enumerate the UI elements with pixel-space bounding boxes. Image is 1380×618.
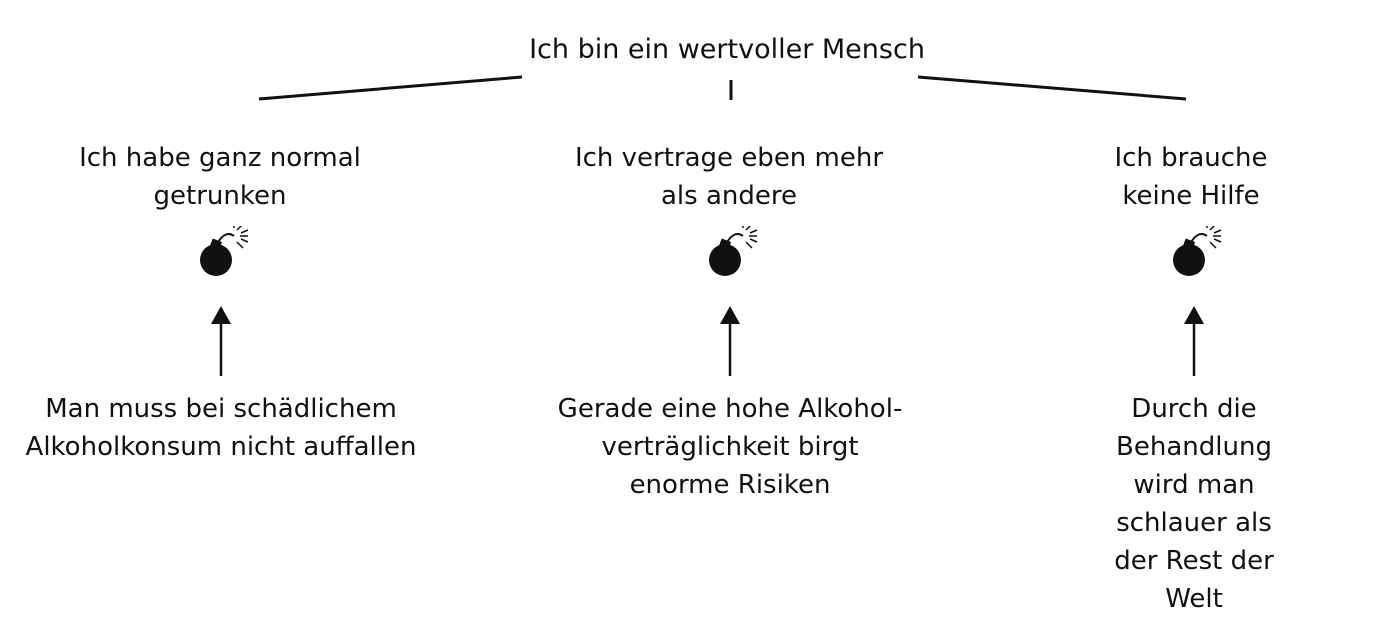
root-statement: Ich bin ein wertvoller Mensch <box>529 34 925 65</box>
bomb-icon <box>709 226 758 276</box>
connector-lines <box>258 75 1187 101</box>
counter-argument-2: Gerade eine hohe Alkohol- verträglichkei… <box>557 394 903 500</box>
counter-argument-1: Man muss bei schädlichem Alkoholkonsum n… <box>25 394 417 462</box>
counter-argument-3: Durch die Behandlung wird man schlauer a… <box>1114 394 1274 614</box>
connector-left <box>258 75 523 101</box>
arrow-up-icon <box>720 306 740 376</box>
arrow-up-icon <box>1184 306 1204 376</box>
bomb-icon <box>200 226 249 276</box>
bomb-icon <box>1173 226 1222 276</box>
belief-3: Ich brauche keine Hilfe <box>1114 143 1268 211</box>
connector-right <box>917 75 1187 101</box>
belief-1: Ich habe ganz normal getrunken <box>79 143 361 211</box>
arrow-up-icon <box>211 306 231 376</box>
belief-2: Ich vertrage eben mehr als andere <box>574 143 884 211</box>
